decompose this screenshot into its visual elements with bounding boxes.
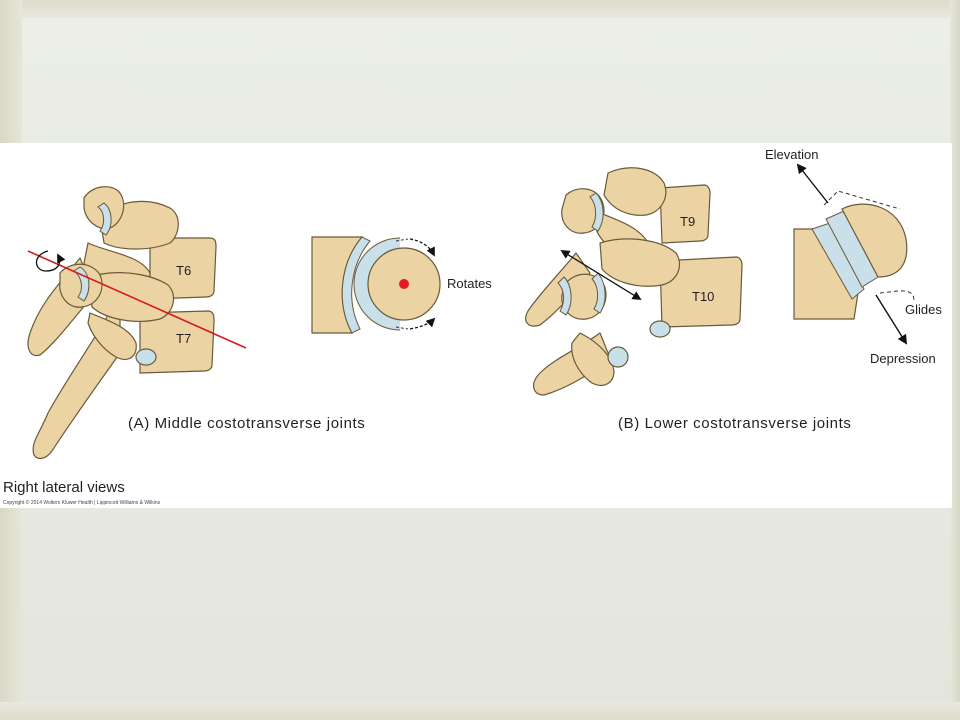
caption-panel-a: (A) Middle costotransverse joints xyxy=(128,415,366,432)
label-glides: Glides xyxy=(905,302,942,317)
t10-body xyxy=(659,256,743,328)
label-rotates: Rotates xyxy=(447,276,492,291)
label-elevation: Elevation xyxy=(765,147,819,162)
rotation-schematic xyxy=(311,233,452,337)
glide-head xyxy=(841,203,908,278)
figure-illustration xyxy=(27,163,915,460)
slide-bottom-border xyxy=(0,702,960,720)
panel-b-bones xyxy=(525,167,743,396)
slide-right-border xyxy=(950,0,960,720)
panel-a-bones xyxy=(27,186,217,460)
label-t7: T7 xyxy=(176,331,192,346)
t9-body xyxy=(659,184,711,244)
t10-transverse-process xyxy=(599,238,681,287)
t7-costal-facet xyxy=(135,348,157,366)
label-t10: T10 xyxy=(692,289,715,304)
t9-transverse-process xyxy=(603,167,667,216)
elevation-arrow xyxy=(796,163,829,204)
t7-rib-head xyxy=(59,263,103,308)
t10-inferior-facet xyxy=(607,346,629,368)
panel-b-axis-arrow xyxy=(560,250,642,300)
views-label: Right lateral views xyxy=(3,479,125,496)
t7-body xyxy=(139,310,215,374)
glide-path-dashed xyxy=(823,190,915,302)
rotate-arrow-top xyxy=(409,238,435,257)
rotate-arrow-bottom xyxy=(409,317,436,330)
copyright-notice: Copyright © 2014 Wolters Kluwer Health |… xyxy=(3,500,161,506)
rotation-center-dot xyxy=(399,279,409,289)
facet-cartilage-lower xyxy=(811,222,865,300)
t10-lower-process xyxy=(571,332,615,386)
t7-lower-process xyxy=(87,312,137,360)
label-depression: Depression xyxy=(870,351,936,366)
t10-costal-facet xyxy=(649,320,671,338)
panel-a-rotation-axis xyxy=(27,250,247,349)
gliding-schematic xyxy=(793,163,915,345)
costotransverse-figure: T6 T7 Rotates (A) Middle costotransverse… xyxy=(0,143,952,508)
depression-arrow xyxy=(875,294,908,345)
panel-a-cartilage xyxy=(73,202,112,302)
caption-panel-b: (B) Lower costotransverse joints xyxy=(618,415,852,432)
socket-cartilage xyxy=(341,236,371,334)
label-t9: T9 xyxy=(680,214,696,229)
label-t6: T6 xyxy=(176,263,192,278)
slide-top-border xyxy=(0,0,960,18)
